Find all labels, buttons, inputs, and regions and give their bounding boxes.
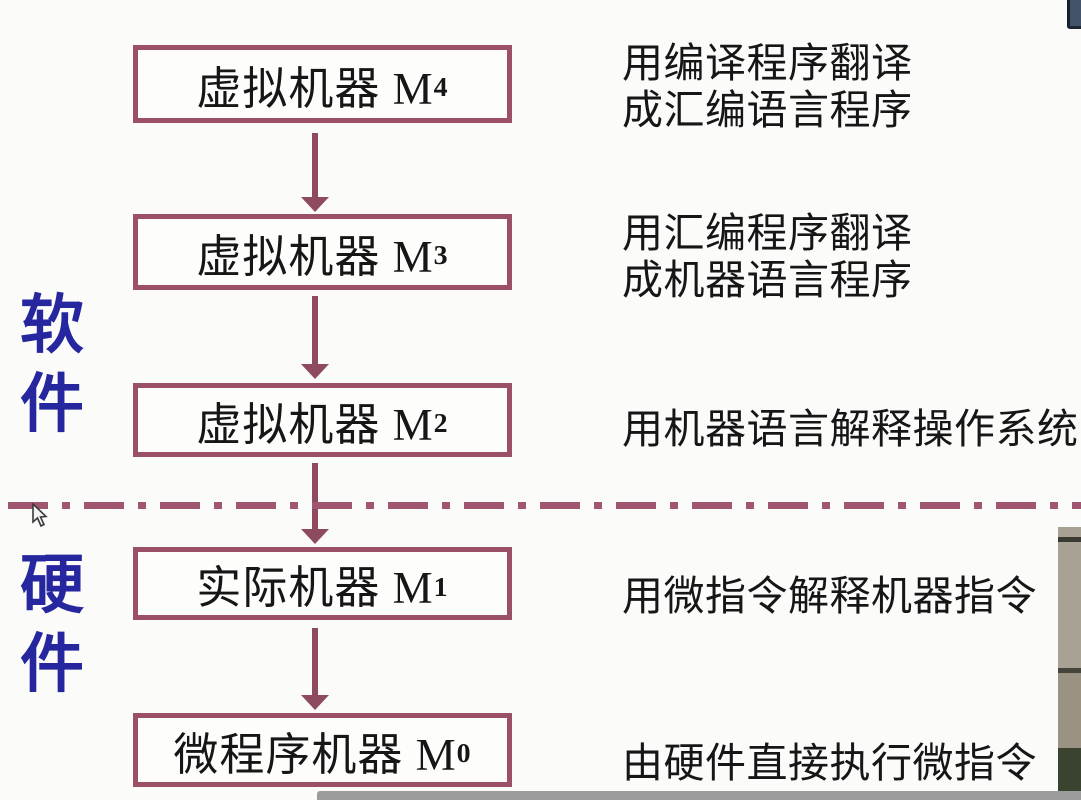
level-box-m2-label: 虚拟机器 M [196,399,434,450]
annotation-line: 由硬件直接执行微指令 [622,740,1037,786]
mouse-cursor-icon [32,503,48,528]
webcam-shelf-line [1058,668,1081,673]
annotation-m3: 用汇编程序翻译 成机器语言程序 [622,210,913,304]
annotation-line: 成机器语言程序 [622,257,913,303]
software-label-char: 件 [20,369,84,440]
level-box-m3-label: 虚拟机器 M [196,231,434,282]
level-box-m4-label: 虚拟机器 M [196,63,434,114]
annotation-line: 用编译程序翻译 [622,40,913,86]
annotation-m0: 由硬件直接执行微指令 [622,740,1037,787]
webcam-chalkboard [1058,748,1081,792]
annotation-m2: 用机器语言解释操作系统 [622,406,1079,453]
video-seekbar[interactable] [317,791,1081,800]
annotation-line: 用微指令解释机器指令 [622,573,1037,619]
down-arrow-icon [301,628,329,710]
software-hardware-divider [8,502,1081,509]
hardware-label: 硬 件 [14,546,90,704]
software-label: 软 件 [14,286,90,444]
annotation-m1: 用微指令解释机器指令 [622,573,1037,620]
webcam-video-strip [1058,527,1081,792]
annotation-line: 用机器语言解释操作系统 [622,406,1079,452]
annotation-line: 用汇编程序翻译 [622,210,913,256]
level-box-m1-label: 实际机器 M [196,563,434,613]
annotation-m4: 用编译程序翻译 成汇编语言程序 [622,40,913,134]
webcam-wall [1058,673,1081,748]
down-arrow-icon [301,133,329,212]
software-label-char: 软 [20,290,84,361]
down-arrow-icon [301,463,329,544]
down-arrow-icon [301,296,329,379]
hardware-label-char: 硬 [20,550,84,621]
webcam-wall [1058,542,1081,668]
webcam-wall [1058,527,1081,537]
scrollbar-thumb[interactable] [1067,0,1081,29]
level-box-m0-label: 微程序机器 M [173,729,457,780]
hardware-label-char: 件 [20,629,84,700]
annotation-line: 成汇编语言程序 [622,87,913,133]
webcam-shelf-line [1058,537,1081,542]
